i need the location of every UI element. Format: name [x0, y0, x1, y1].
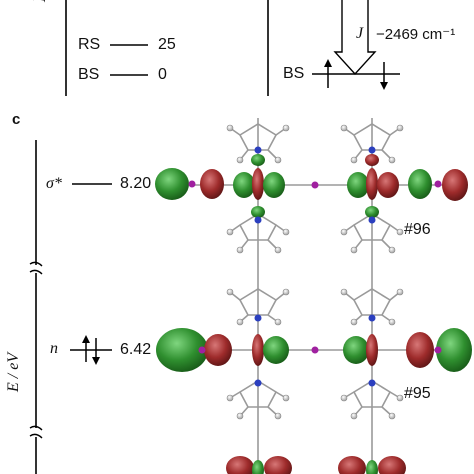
j-coupling-arrow: [333, 0, 377, 76]
sigma-star-label: σ*: [46, 175, 62, 192]
axis-break-lower: [29, 425, 43, 439]
panel-letter-c: c: [12, 111, 21, 128]
iodine-atoms: [188, 180, 442, 354]
next-orbital-lobes: [226, 456, 406, 474]
sigma-star-value: 8.20: [120, 175, 152, 192]
j-label: J: [356, 25, 364, 42]
energy-axis-label: E / eV: [5, 352, 22, 392]
n-label: n: [50, 340, 58, 357]
orbital-95-label: #95: [404, 385, 431, 402]
rs-value: 25: [158, 36, 176, 53]
bs-label: BS: [78, 66, 100, 83]
rs-label: RS: [78, 36, 101, 53]
n-value: 6.42: [120, 341, 152, 358]
bs-right-label: BS: [283, 65, 305, 82]
orbital-96-lobes: [155, 154, 468, 218]
hydrogen-atoms: [226, 124, 404, 420]
orbital-96-label: #96: [404, 221, 431, 238]
axis-break-upper: [29, 261, 43, 275]
bs-value: 0: [158, 66, 167, 83]
j-value: −2469 cm⁻¹: [376, 26, 456, 43]
nitrogen-atoms: [254, 146, 376, 387]
orbital-95-lobes: [156, 328, 472, 372]
top-energy-axis-label: E: [29, 0, 49, 2]
